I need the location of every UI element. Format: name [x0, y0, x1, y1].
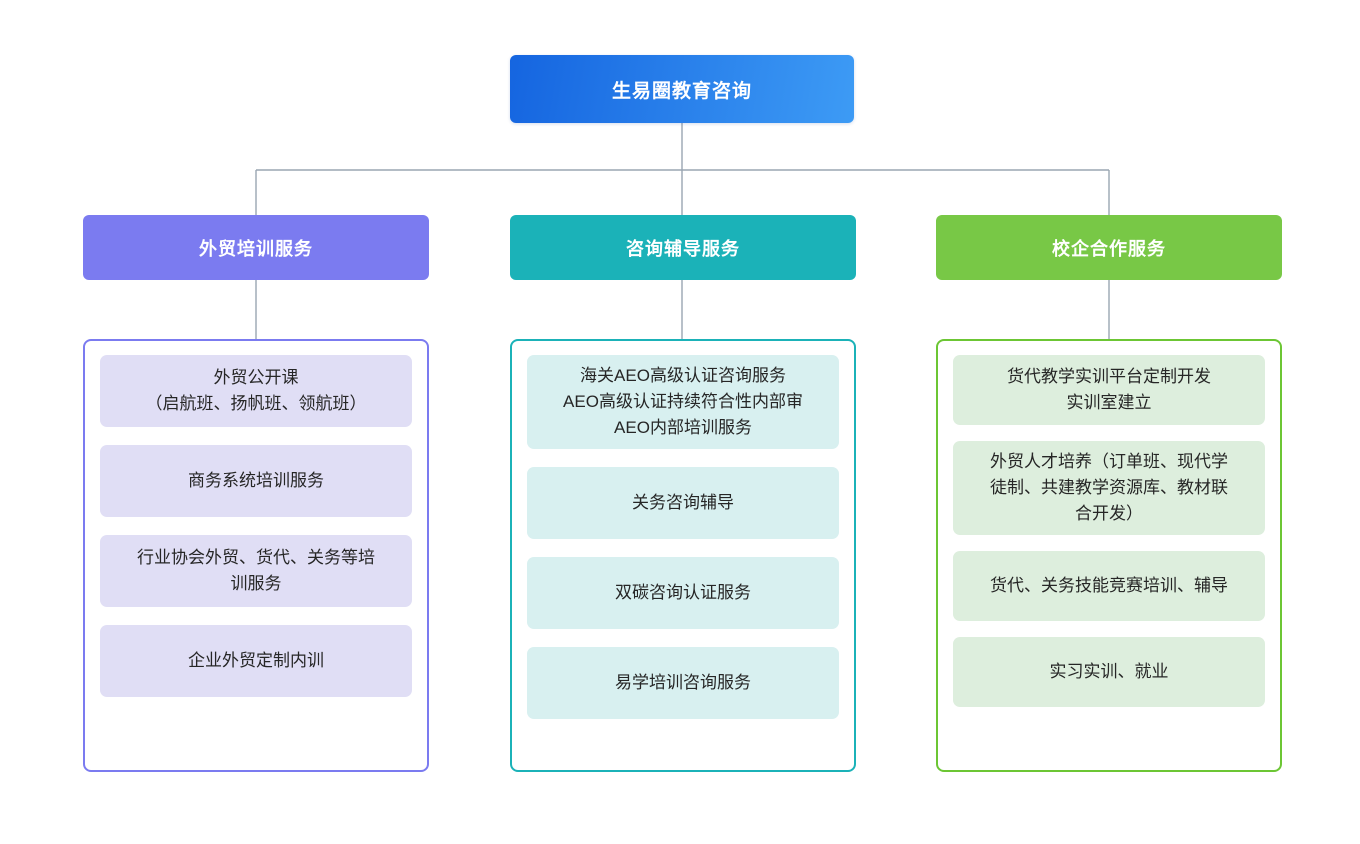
- root-node-label: 生易圈教育咨询: [611, 80, 752, 102]
- leaf-item[interactable]: 货代教学实训平台定制开发 实训室建立: [953, 355, 1265, 425]
- leaf-item[interactable]: 双碳咨询认证服务: [527, 557, 839, 629]
- branch-header-label: 校企合作服务: [1052, 238, 1166, 259]
- branch-column-consulting-tutoring: 咨询辅导服务 海关AEO高级认证咨询服务 AEO高级认证持续符合性内部审 AEO…: [510, 215, 856, 772]
- leaf-item[interactable]: 易学培训咨询服务: [527, 647, 839, 719]
- leaf-item[interactable]: 行业协会外贸、货代、关务等培 训服务: [100, 535, 412, 607]
- leaf-item[interactable]: 外贸公开课 （启航班、扬帆班、领航班）: [100, 355, 412, 427]
- branch-header-label: 咨询辅导服务: [626, 238, 740, 259]
- branch-header-school-enterprise-cooperation[interactable]: 校企合作服务: [936, 215, 1282, 280]
- leaf-item[interactable]: 海关AEO高级认证咨询服务 AEO高级认证持续符合性内部审 AEO内部培训服务: [527, 355, 839, 449]
- branch-items-container-consulting-tutoring: 海关AEO高级认证咨询服务 AEO高级认证持续符合性内部审 AEO内部培训服务 …: [510, 339, 856, 772]
- branch-column-foreign-trade-training: 外贸培训服务 外贸公开课 （启航班、扬帆班、领航班） 商务系统培训服务 行业协会…: [83, 215, 429, 772]
- leaf-item[interactable]: 商务系统培训服务: [100, 445, 412, 517]
- leaf-item[interactable]: 实习实训、就业: [953, 637, 1265, 707]
- root-node[interactable]: 生易圈教育咨询: [510, 55, 854, 123]
- branch-column-school-enterprise-cooperation: 校企合作服务 货代教学实训平台定制开发 实训室建立 外贸人才培养（订单班、现代学…: [936, 215, 1282, 772]
- branch-header-consulting-tutoring[interactable]: 咨询辅导服务: [510, 215, 856, 280]
- branch-header-label: 外贸培训服务: [199, 238, 313, 259]
- branch-items-container-school-enterprise-cooperation: 货代教学实训平台定制开发 实训室建立 外贸人才培养（订单班、现代学 徒制、共建教…: [936, 339, 1282, 772]
- leaf-item[interactable]: 货代、关务技能竞赛培训、辅导: [953, 551, 1265, 621]
- branch-header-foreign-trade-training[interactable]: 外贸培训服务: [83, 215, 429, 280]
- leaf-item[interactable]: 外贸人才培养（订单班、现代学 徒制、共建教学资源库、教材联 合开发）: [953, 441, 1265, 535]
- leaf-item[interactable]: 关务咨询辅导: [527, 467, 839, 539]
- branch-items-container-foreign-trade-training: 外贸公开课 （启航班、扬帆班、领航班） 商务系统培训服务 行业协会外贸、货代、关…: [83, 339, 429, 772]
- leaf-item[interactable]: 企业外贸定制内训: [100, 625, 412, 697]
